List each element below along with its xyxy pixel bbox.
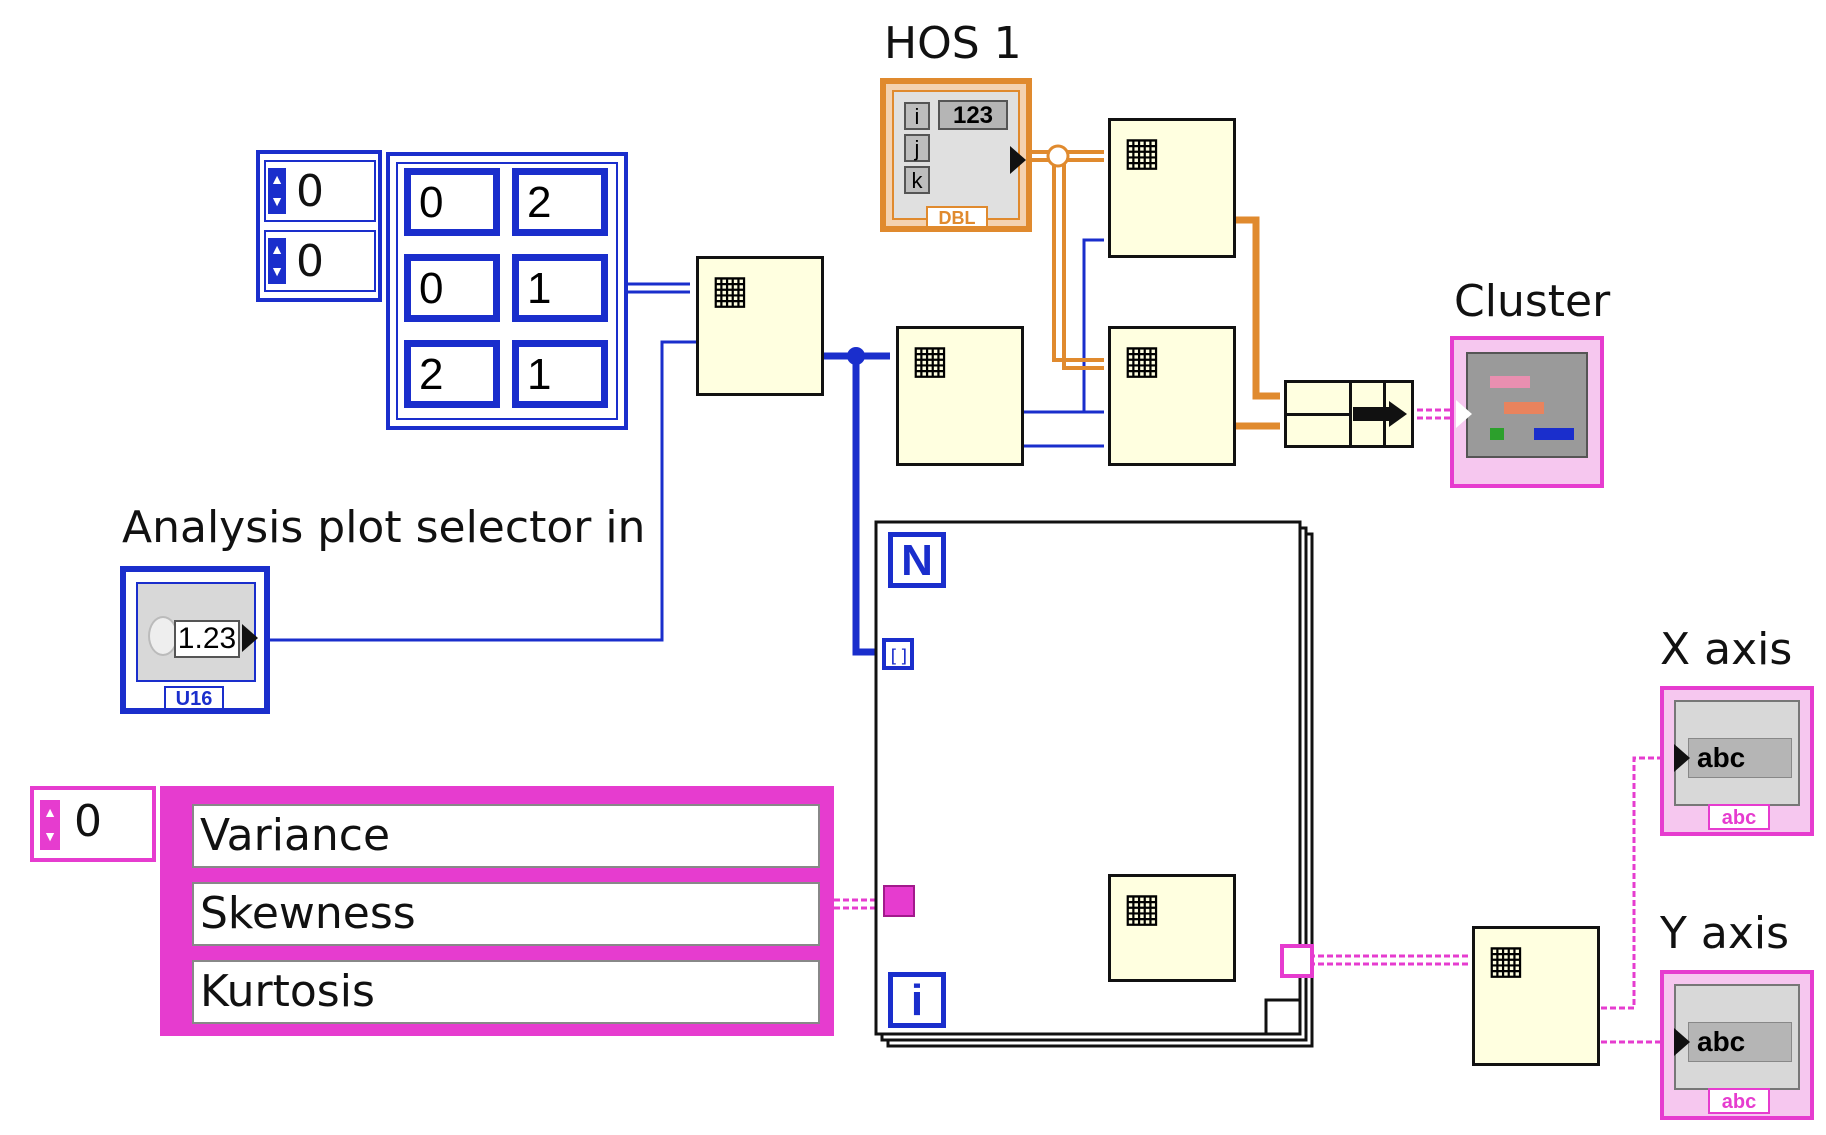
index-k: k xyxy=(904,166,930,194)
x-axis-indicator[interactable]: abc abc xyxy=(1660,686,1814,836)
bundle-arrow-icon xyxy=(1389,401,1407,427)
hos-value: 123 xyxy=(938,100,1008,130)
analysis-plot-selector[interactable]: 1.23 U16 xyxy=(120,566,270,714)
array-cell[interactable]: 1 xyxy=(512,340,608,408)
string-array-index[interactable]: ▲▼ 0 xyxy=(30,786,156,862)
cluster-element-icon xyxy=(1534,428,1574,440)
loop-iteration-terminal[interactable]: i xyxy=(888,972,946,1028)
x-axis-label: X axis xyxy=(1660,624,1793,675)
array-values-grid: 0 2 0 1 2 1 xyxy=(386,152,628,430)
string-display: abc xyxy=(1688,738,1792,778)
hos-label: HOS 1 xyxy=(884,18,1022,69)
string-display: abc xyxy=(1688,1022,1792,1062)
cluster-element-icon xyxy=(1490,428,1504,440)
control-value[interactable]: 1.23 xyxy=(174,620,240,658)
array-icon: ▦ xyxy=(1123,338,1161,382)
string-item-kurtosis[interactable]: Kurtosis xyxy=(192,960,820,1024)
bundle-arrow-icon xyxy=(1353,407,1393,421)
index-value: 0 xyxy=(74,796,102,847)
index-1[interactable]: ▲▼ 0 xyxy=(264,230,376,292)
index-value: 0 xyxy=(296,166,324,217)
index-array-node[interactable]: ▦ xyxy=(1472,926,1600,1066)
y-axis-indicator[interactable]: abc abc xyxy=(1660,970,1814,1120)
string-item-variance[interactable]: Variance xyxy=(192,804,820,868)
svg-text:[]: [] xyxy=(888,646,910,667)
cluster-indicator[interactable] xyxy=(1450,336,1604,488)
index-array-node[interactable]: ▦ xyxy=(696,256,824,396)
index-value: 0 xyxy=(296,236,324,287)
string-array-constant[interactable]: Variance Skewness Kurtosis xyxy=(160,786,834,1036)
bundle-divider xyxy=(1349,383,1352,445)
spin-icon[interactable]: ▲▼ xyxy=(40,800,60,850)
index-array-node[interactable]: ▦ xyxy=(1108,326,1236,466)
array-icon: ▦ xyxy=(911,338,949,382)
spin-icon[interactable]: ▲▼ xyxy=(268,168,286,214)
index-array-constant[interactable]: ▲▼ 0 ▲▼ 0 0 2 0 1 2 1 xyxy=(256,150,628,430)
input-arrow-icon xyxy=(1674,1028,1690,1056)
string-type-badge: abc xyxy=(1708,1088,1770,1114)
array-icon: ▦ xyxy=(711,268,749,312)
hos-terminal[interactable]: i j k 123 DBL xyxy=(880,78,1032,232)
input-arrow-icon xyxy=(1456,400,1472,428)
y-axis-label: Y axis xyxy=(1660,908,1790,959)
loop-count-terminal[interactable]: N xyxy=(888,532,946,588)
analysis-label: Analysis plot selector in xyxy=(122,502,646,553)
spin-icon[interactable]: ▲▼ xyxy=(268,238,286,284)
index-j: j xyxy=(904,134,930,162)
array-cell[interactable]: 0 xyxy=(404,168,500,236)
dbl-type-badge: DBL xyxy=(926,206,988,228)
index-array-node[interactable]: ▦ xyxy=(896,326,1024,466)
cluster-element-icon xyxy=(1504,402,1544,414)
index-i: i xyxy=(904,102,930,130)
array-cell[interactable]: 0 xyxy=(404,254,500,322)
cluster-element-icon xyxy=(1490,376,1530,388)
index-array-node[interactable]: ▦ xyxy=(1108,874,1236,982)
output-arrow-icon xyxy=(1010,146,1026,174)
array-icon: ▦ xyxy=(1123,886,1161,930)
string-item-skewness[interactable]: Skewness xyxy=(192,882,820,946)
input-arrow-icon xyxy=(1674,744,1690,772)
u16-type-badge: U16 xyxy=(164,686,224,710)
bundle-node[interactable] xyxy=(1284,380,1414,448)
array-cell[interactable]: 2 xyxy=(404,340,500,408)
bundle-divider xyxy=(1287,413,1349,416)
output-arrow-icon xyxy=(242,624,258,652)
index-0[interactable]: ▲▼ 0 xyxy=(264,160,376,222)
array-icon: ▦ xyxy=(1123,130,1161,174)
array-index-box[interactable]: ▲▼ 0 ▲▼ 0 xyxy=(256,150,382,302)
string-type-badge: abc xyxy=(1708,804,1770,830)
array-icon: ▦ xyxy=(1487,938,1525,982)
array-cell[interactable]: 2 xyxy=(512,168,608,236)
index-array-node[interactable]: ▦ xyxy=(1108,118,1236,258)
cluster-label: Cluster xyxy=(1454,276,1611,327)
array-cell[interactable]: 1 xyxy=(512,254,608,322)
